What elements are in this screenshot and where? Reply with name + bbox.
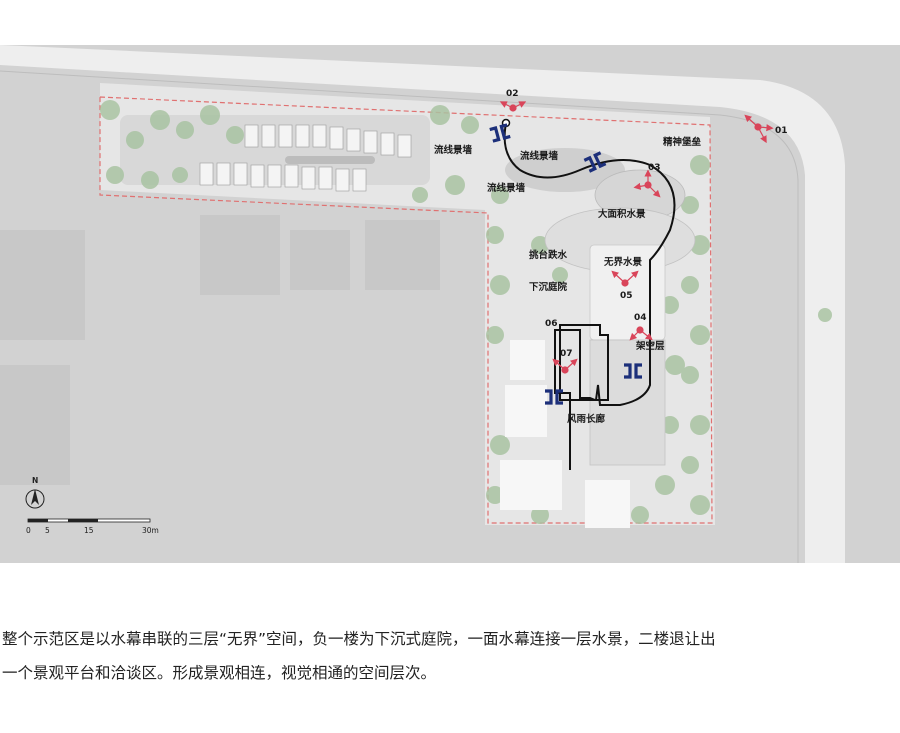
viewpoint-markers: [499, 101, 774, 374]
label-damianji: 大面积水景: [598, 208, 646, 220]
road-edge: [0, 70, 799, 563]
label-fengyu: 风雨长廊: [567, 413, 606, 425]
scale-tick-15: 15: [84, 526, 94, 535]
viewpoint-number-05: 05: [620, 291, 633, 301]
site-plan: 流线景墙 流线景墙 流线景墙 精神堡垒 大面积水景 挑台跌水 无界水景 下沉庭院…: [0, 45, 900, 563]
parking-lot: [120, 115, 430, 192]
viewpoint-number-02: 02: [506, 89, 519, 99]
site-area: [99, 83, 715, 525]
label-tiaotai: 挑台跌水: [529, 249, 568, 261]
viewpoint-05: [611, 270, 639, 287]
entrance-markers: [489, 123, 642, 405]
caption: 整个示范区是以水幕串联的三层“无界”空间，负一楼为下沉式庭院，一面水幕连接一层水…: [2, 622, 898, 690]
viewpoint-number-07: 07: [560, 349, 573, 359]
surrounding-buildings: [0, 215, 440, 485]
viewpoint-numbers: 01 02 03 04 05 06 07: [506, 89, 788, 359]
viewpoint-number-04: 04: [634, 313, 647, 323]
viewpoint-03: [633, 169, 661, 198]
label-wujie: 无界水景: [603, 256, 643, 268]
caption-line-1: 整个示范区是以水幕串联的三层“无界”空间，负一楼为下沉式庭院，一面水幕连接一层水…: [2, 630, 716, 648]
north-arrow: N: [25, 476, 45, 509]
label-jingshen: 精神堡垒: [663, 136, 702, 148]
viewpoint-01: [744, 114, 774, 144]
plan-labels: 流线景墙 流线景墙 流线景墙 精神堡垒 大面积水景 挑台跌水 无界水景 下沉庭院…: [434, 136, 702, 425]
entrance-marker-2: [583, 151, 607, 173]
scale-tick-5: 5: [45, 526, 50, 535]
label-xiachen: 下沉庭院: [529, 281, 568, 293]
trees: [100, 100, 832, 524]
caption-line-2: 一个景观平台和洽谈区。形成景观相连，视觉相通的空间层次。: [2, 664, 437, 682]
entrance-marker-1: [489, 123, 511, 143]
road: [0, 45, 845, 563]
viewpoint-number-01: 01: [775, 126, 788, 136]
viewpoint-04: [629, 326, 653, 341]
scale-bar: 0 5 15 30m: [26, 518, 159, 535]
entrance-marker-4: [545, 389, 563, 405]
scale-tick-30m: 30m: [142, 526, 159, 535]
scale-tick-0: 0: [26, 526, 31, 535]
north-label: N: [32, 476, 38, 485]
entrance-marker-3: [624, 363, 642, 379]
viewpoint-07: [552, 358, 578, 374]
viewpoint-02: [499, 101, 527, 112]
label-liuxian-3: 流线景墙: [487, 182, 526, 194]
label-jiakong: 架空层: [635, 340, 665, 352]
circulation-path: [503, 122, 676, 470]
site-boundary: [99, 96, 713, 524]
label-liuxian-1: 流线景墙: [434, 144, 473, 156]
viewpoint-number-03: 03: [648, 163, 661, 173]
label-liuxian-2: 流线景墙: [520, 150, 559, 162]
viewpoint-number-06: 06: [545, 319, 558, 329]
